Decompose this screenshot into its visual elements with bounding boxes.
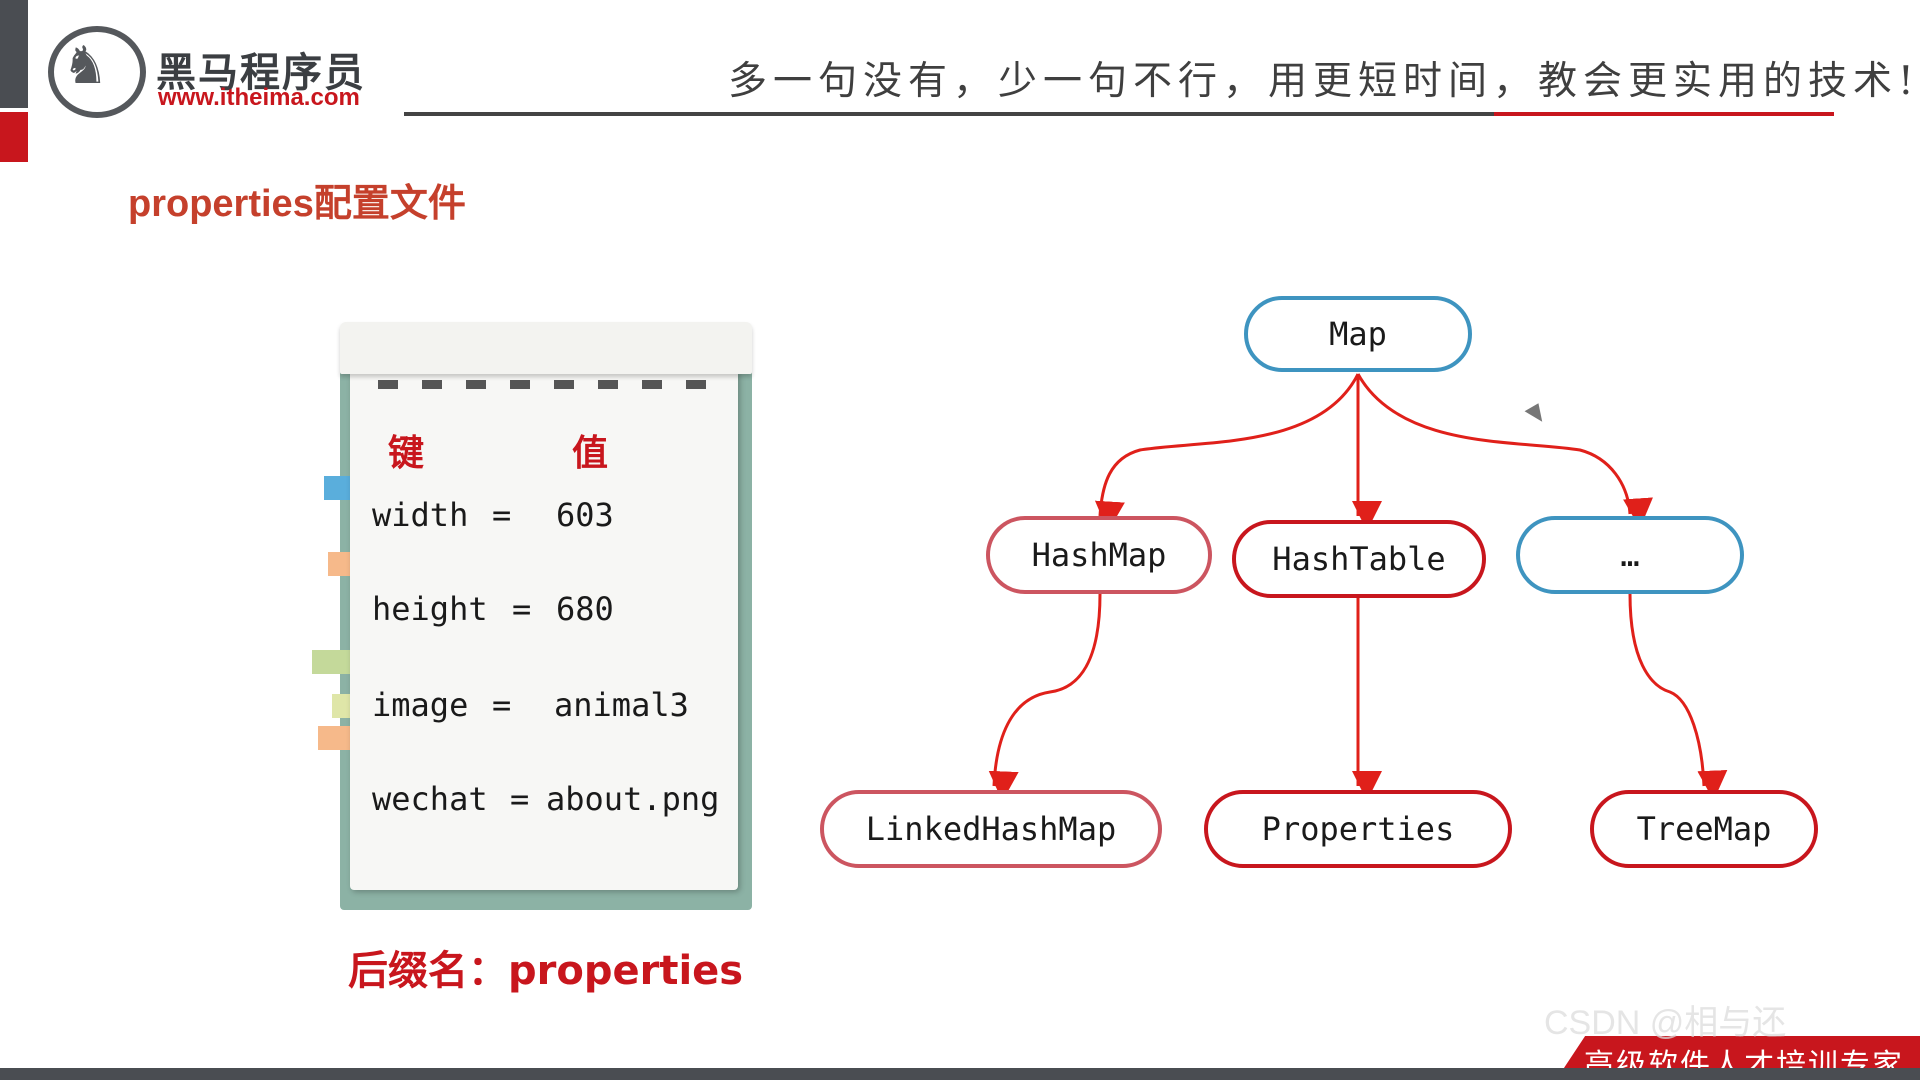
edge-map-ellipsis bbox=[1358, 374, 1630, 514]
footer-bar bbox=[0, 1068, 1920, 1080]
node-ellipsis: … bbox=[1516, 516, 1744, 594]
edge-ellipsis-treemap bbox=[1630, 594, 1704, 786]
node-properties: Properties bbox=[1204, 790, 1512, 868]
edge-hashmap-linked bbox=[994, 594, 1100, 786]
node-hashtable: HashTable bbox=[1232, 520, 1486, 598]
node-map: Map bbox=[1244, 296, 1472, 372]
edge-map-hashmap bbox=[1100, 374, 1358, 516]
watermark: CSDN @相与还 bbox=[1544, 995, 1786, 1044]
node-treemap: TreeMap bbox=[1590, 790, 1818, 868]
node-hashmap: HashMap bbox=[986, 516, 1212, 594]
node-linkedhashmap: LinkedHashMap bbox=[820, 790, 1162, 868]
